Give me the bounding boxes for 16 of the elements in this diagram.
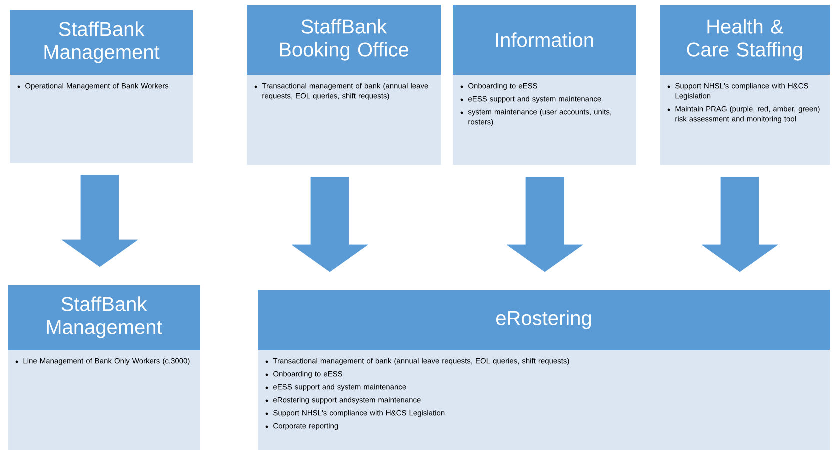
heading: StaffBank Management xyxy=(47,296,162,338)
heading: StaffBank Booking Office xyxy=(280,19,409,61)
heading: Health & Care Staffing xyxy=(687,19,802,61)
card xyxy=(258,290,830,450)
heading: Information xyxy=(496,32,594,48)
card xyxy=(10,10,194,164)
heading: eRostering xyxy=(496,310,592,330)
heading: StaffBank Management xyxy=(44,22,160,64)
block-arrow xyxy=(506,177,584,272)
card xyxy=(660,5,830,166)
block-arrow xyxy=(62,175,138,268)
block-arrow xyxy=(702,177,778,272)
card xyxy=(247,5,442,166)
card xyxy=(453,5,636,166)
block-arrow xyxy=(292,177,368,272)
card xyxy=(8,285,200,450)
